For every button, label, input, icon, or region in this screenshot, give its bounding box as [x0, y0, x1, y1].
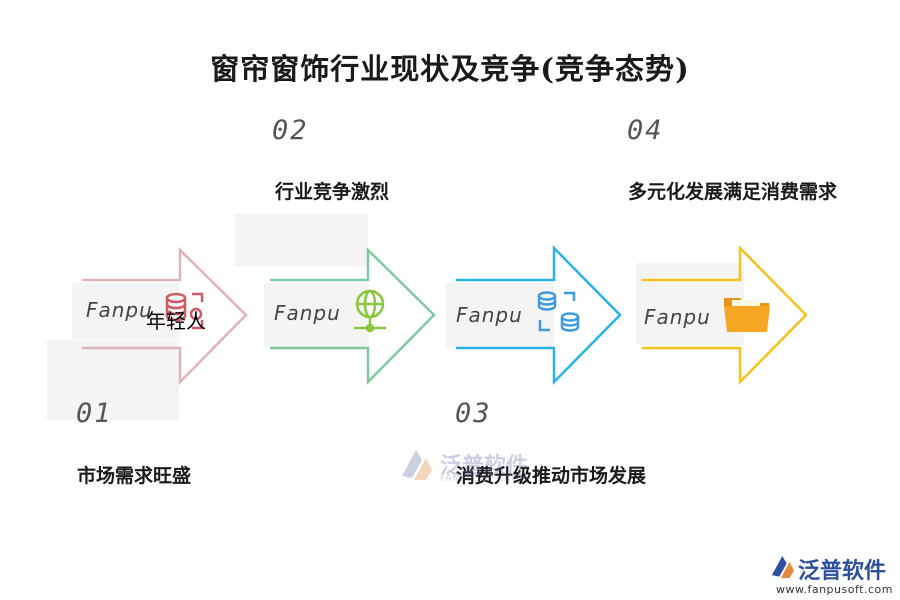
overlay-text: 年轻人 [146, 309, 206, 333]
center-watermark: 泛普软件 FANPUSOFT.COM [398, 446, 528, 488]
page-title: 窗帘窗饰行业现状及竞争(竞争态势) [210, 52, 690, 86]
fanpu-watermark: Fanpu [644, 305, 711, 329]
step-label: 行业竞争激烈 [275, 181, 390, 203]
step-number: 04 [627, 115, 664, 146]
step-number: 02 [272, 115, 309, 146]
decor-box [264, 283, 369, 347]
watermark-name: 泛普软件 [440, 454, 529, 479]
fanpu-watermark: Fanpu [86, 298, 153, 322]
globe-network-icon [354, 289, 386, 333]
step-label: 多元化发展满足消费需求 [628, 181, 838, 203]
step-label: 消费升级推动市场发展 [456, 465, 647, 487]
step-number: 03 [455, 398, 492, 429]
brand-logo: 泛普软件 www.fanpusoft.com [768, 553, 892, 596]
decor-box [235, 213, 368, 267]
brand-url: www.fanpusoft.com [776, 583, 893, 596]
decor-box [72, 283, 180, 339]
folder-icon [724, 298, 770, 332]
brand-name: 泛普软件 [798, 559, 887, 584]
decor-box [47, 340, 179, 420]
fanpu-logo-icon [771, 555, 795, 579]
database-sync-icon [537, 291, 580, 332]
fanpu-watermark: Fanpu [274, 301, 341, 325]
step-label: 市场需求旺盛 [77, 465, 192, 487]
decor-box [446, 283, 554, 347]
fanpu-watermark: Fanpu [456, 303, 523, 327]
database-tag-icon [165, 292, 204, 330]
fanpu-logo-icon [402, 450, 432, 480]
step-number: 01 [76, 398, 113, 429]
watermark-sub: FANPUSOFT.COM [440, 474, 529, 484]
